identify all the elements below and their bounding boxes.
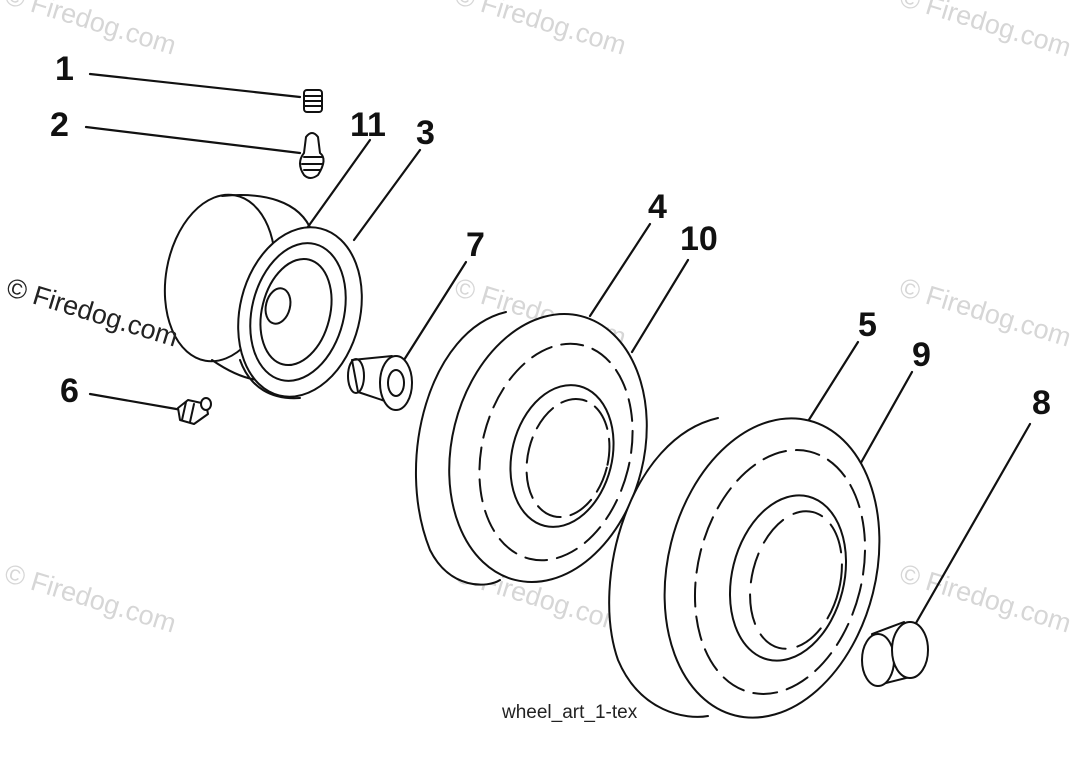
- wheel-rim-icon: [163, 193, 363, 400]
- leader-line-4: [588, 222, 652, 318]
- leader-line-3: [352, 148, 422, 242]
- leader-line-1: [88, 72, 302, 99]
- bushing-icon: [347, 355, 413, 411]
- callout-11: 11: [350, 106, 386, 144]
- leader-line-6: [88, 392, 184, 412]
- hub-cap-icon: [861, 621, 929, 687]
- callout-3: 3: [416, 114, 435, 152]
- leader-line-11: [298, 138, 372, 240]
- leader-line-10: [630, 258, 690, 354]
- callout-10: 10: [680, 220, 718, 258]
- valve-stem-icon: [299, 132, 325, 179]
- callout-1: 1: [55, 50, 74, 88]
- leader-line-7: [402, 260, 468, 362]
- callout-6: 6: [60, 372, 79, 410]
- grease-fitting-icon: [177, 397, 212, 425]
- callout-2: 2: [50, 106, 69, 144]
- front-tire-icon: [414, 311, 648, 586]
- callout-4: 4: [648, 188, 667, 226]
- diagram-caption: wheel_art_1-tex: [502, 702, 638, 723]
- rear-tire-icon: [608, 417, 881, 719]
- valve-cap-icon: [303, 89, 323, 113]
- callout-8: 8: [1032, 384, 1051, 422]
- leader-lines: [84, 72, 1032, 632]
- leader-line-9: [856, 370, 914, 470]
- leader-line-8: [910, 422, 1032, 632]
- callout-5: 5: [858, 306, 877, 344]
- leader-line-2: [84, 125, 302, 155]
- callout-7: 7: [466, 226, 485, 264]
- leader-line-5: [798, 340, 860, 436]
- callout-9: 9: [912, 336, 931, 374]
